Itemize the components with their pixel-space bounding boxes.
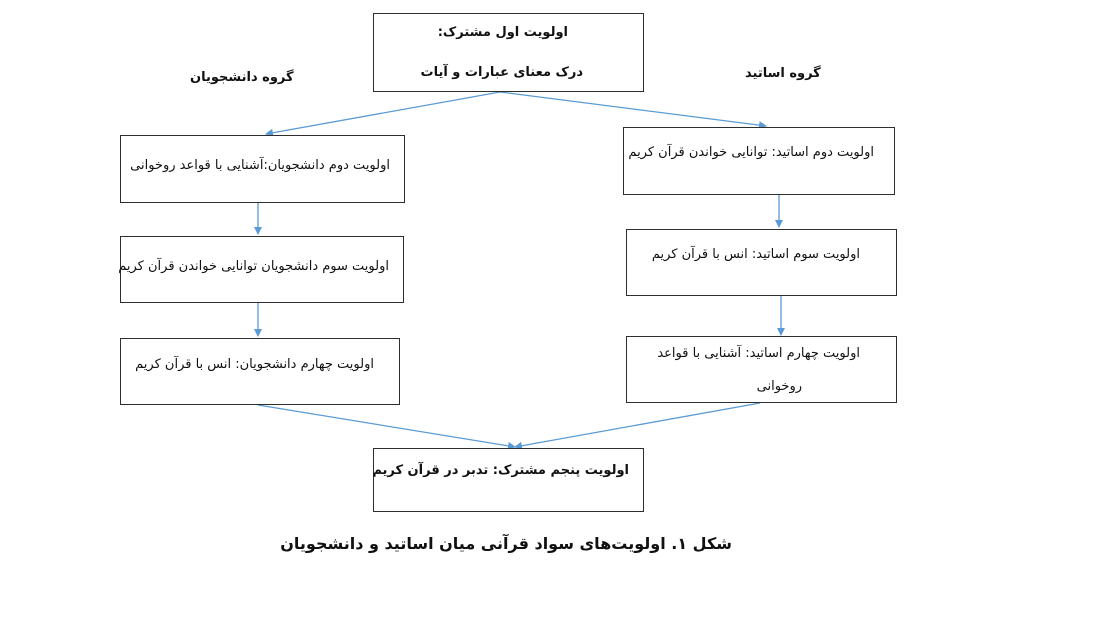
teachers-fourth-priority-box: اولویت چهارم اساتید: آشنایی با قواعد روخ… bbox=[626, 336, 897, 403]
teachers-second-priority-text: اولویت دوم اساتید: توانایی خواندن قرآن ک… bbox=[628, 145, 874, 160]
teachers-group-label: گروه اساتید bbox=[745, 66, 821, 81]
students-second-priority-box: اولویت دوم دانشجویان:آشنایی با قواعد روخ… bbox=[120, 135, 405, 203]
students-third-priority-box: اولویت سوم دانشجویان توانایی خواندن قرآن… bbox=[118, 236, 404, 303]
teachers-fourth-priority-line2: روخوانی bbox=[756, 379, 802, 394]
arrow-students-to-bottom bbox=[257, 404, 516, 450]
students-fourth-priority-box: اولویت چهارم دانشجویان: انس با قرآن کریم bbox=[120, 338, 400, 405]
teachers-second-priority-box: اولویت دوم اساتید: توانایی خواندن قرآن ک… bbox=[623, 127, 895, 195]
teachers-fourth-priority-line1: اولویت چهارم اساتید: آشنایی با قواعد bbox=[657, 346, 860, 361]
arrow-top-to-students bbox=[265, 91, 501, 137]
first-shared-priority-title: اولویت اول مشترک: bbox=[437, 25, 568, 40]
teachers-third-priority-text: اولویت سوم اساتید: انس با قرآن کریم bbox=[651, 247, 860, 262]
arrow-teachers-to-bottom bbox=[514, 402, 761, 450]
first-shared-priority-box: اولویت اول مشترک: درک معنای عبارات و آیا… bbox=[373, 13, 644, 92]
fifth-shared-priority-box: اولویت پنجم مشترک: تدبر در قرآن کریم bbox=[372, 448, 644, 512]
students-third-priority-text: اولویت سوم دانشجویان توانایی خواندن قرآن… bbox=[118, 259, 389, 274]
teachers-third-priority-box: اولویت سوم اساتید: انس با قرآن کریم bbox=[626, 229, 897, 296]
fifth-shared-priority-text: اولویت پنجم مشترک: تدبر در قرآن کریم bbox=[372, 463, 629, 478]
first-shared-priority-text: درک معنای عبارات و آیات bbox=[420, 65, 584, 80]
students-second-priority-text: اولویت دوم دانشجویان:آشنایی با قواعد روخ… bbox=[130, 158, 390, 173]
students-group-label: گروه دانشجویان bbox=[190, 70, 294, 85]
students-fourth-priority-text: اولویت چهارم دانشجویان: انس با قرآن کریم bbox=[135, 357, 374, 372]
figure-caption: شکل ۱. اولویت‌های سواد قرآنی میان اساتید… bbox=[280, 534, 732, 553]
arrow-top-to-teachers bbox=[499, 91, 767, 130]
